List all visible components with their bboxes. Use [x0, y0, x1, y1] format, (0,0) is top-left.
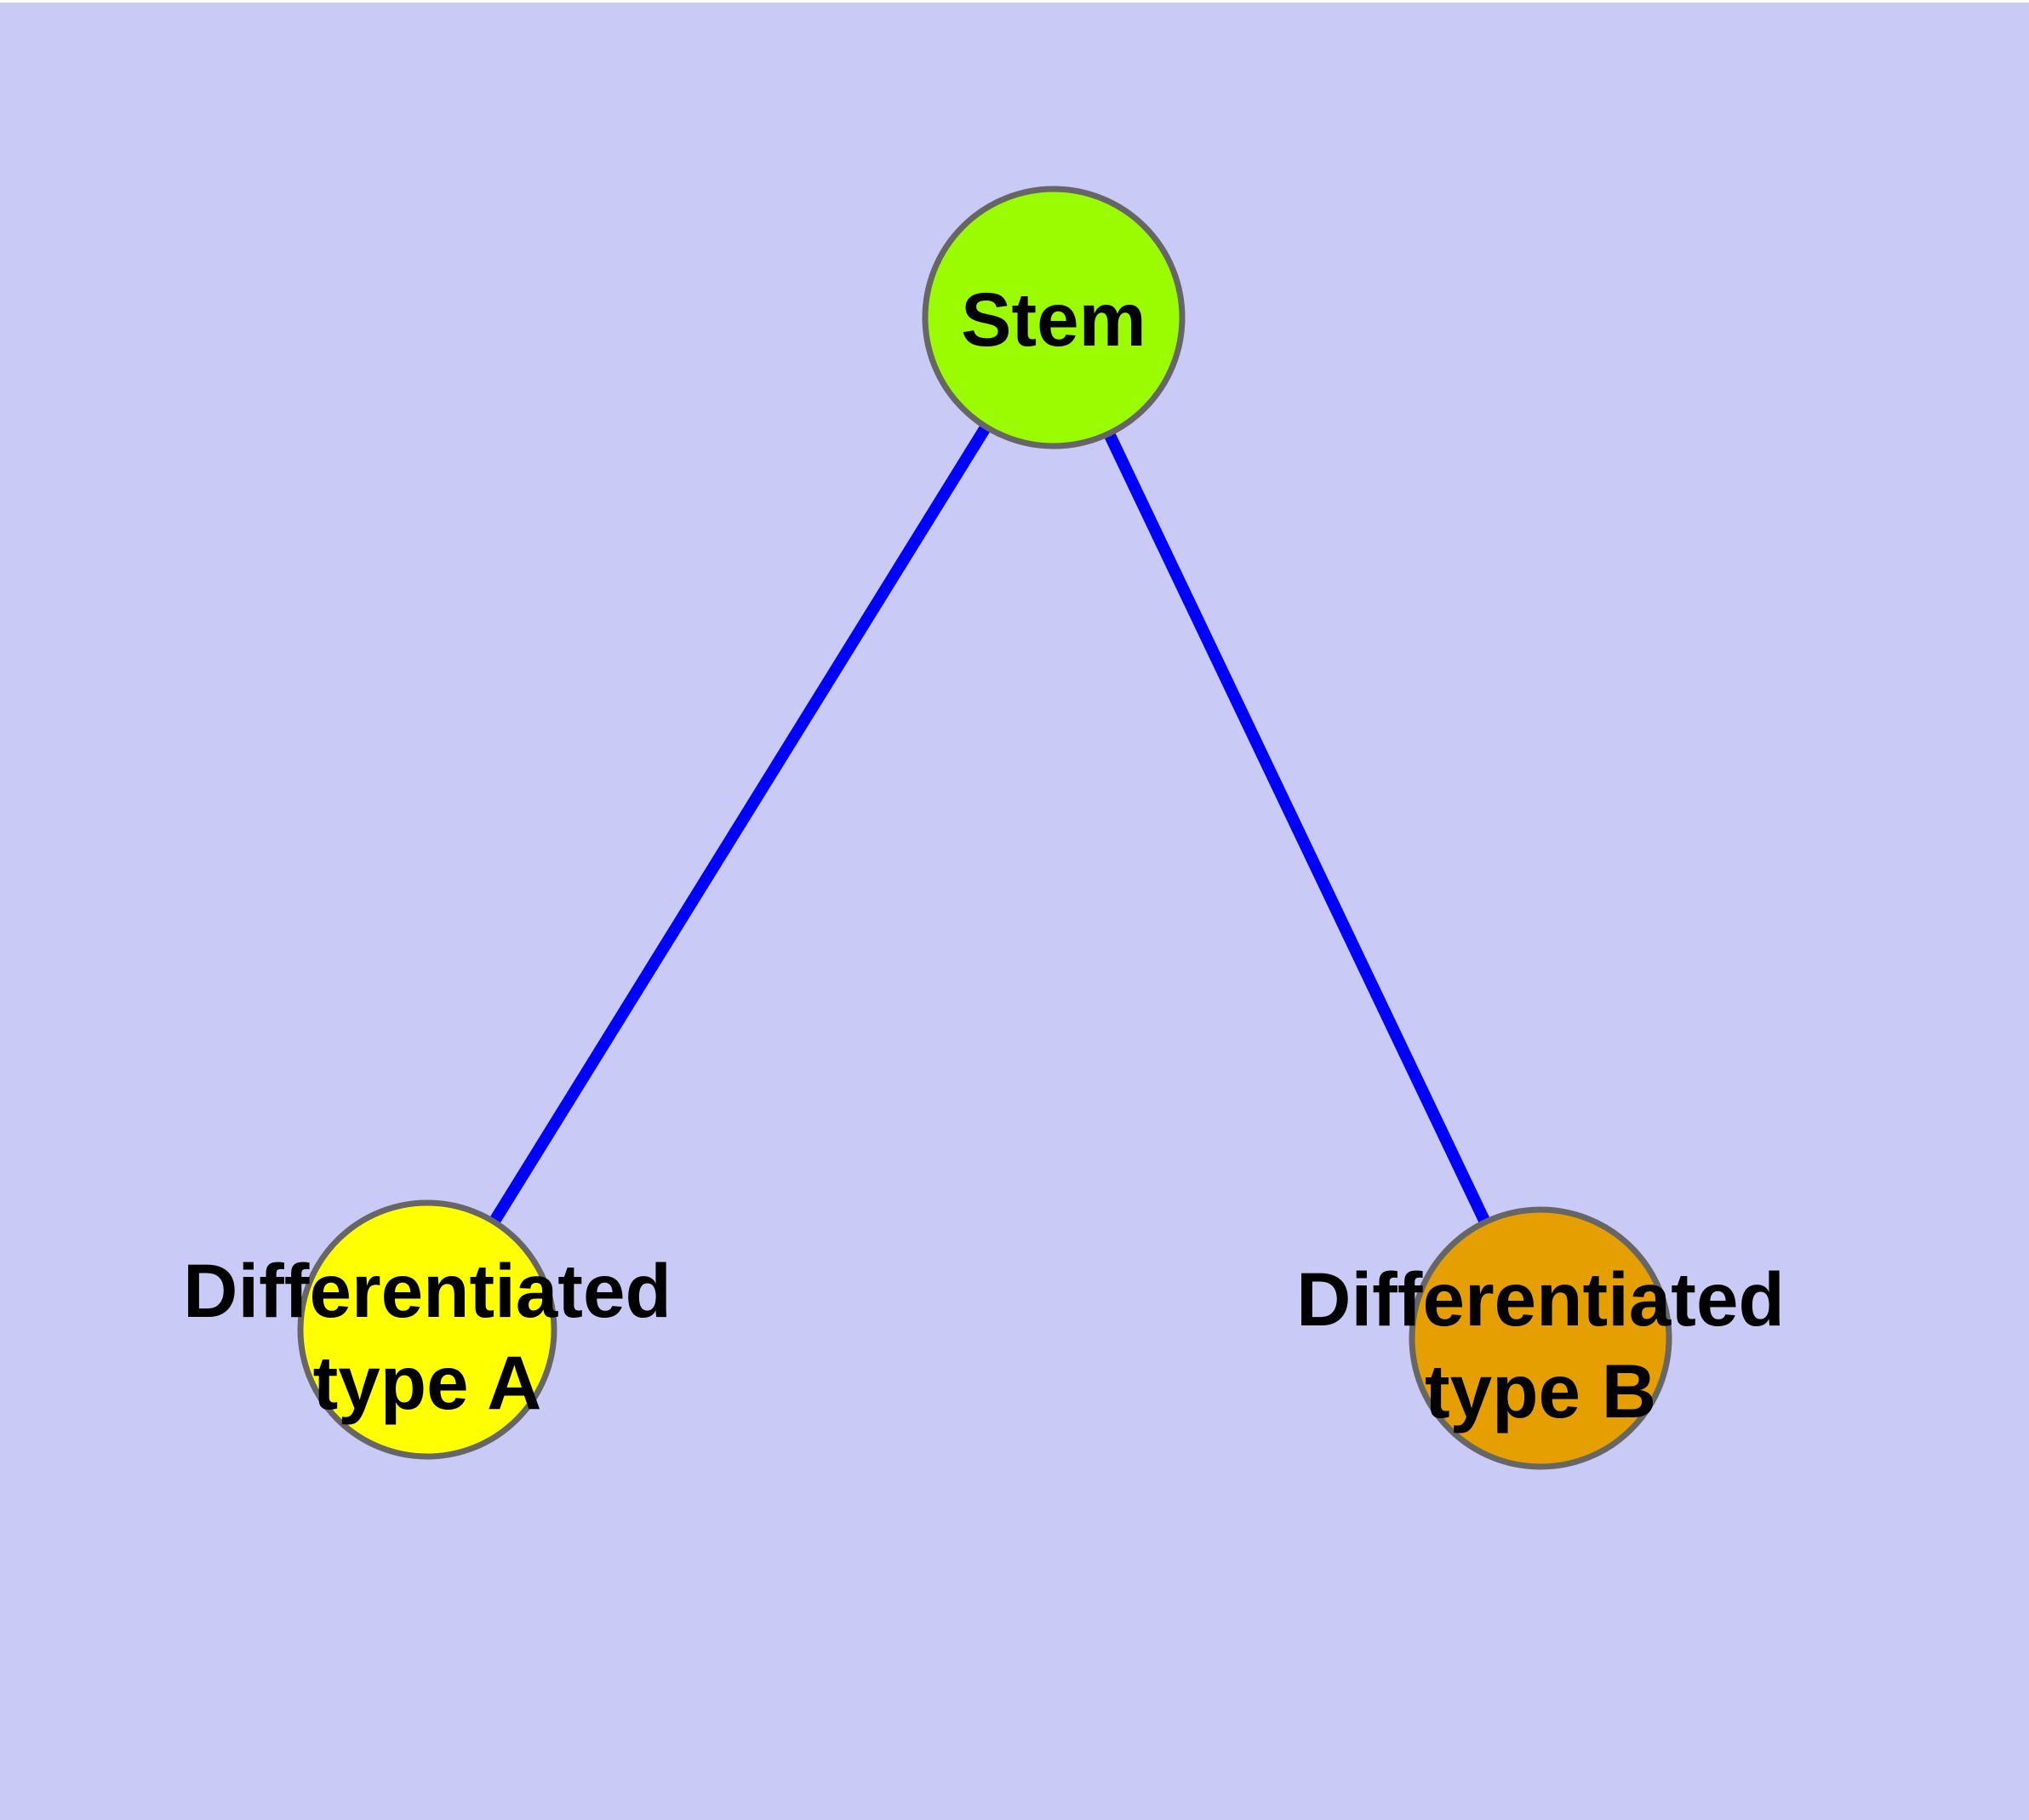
- node-label-differentiated-type-a-line-1: Differentiated: [183, 1248, 672, 1333]
- edge-stem-to-differentiated-type-b: [1048, 314, 1546, 1342]
- node-differentiated-type-b: [1409, 1206, 1672, 1470]
- node-label-differentiated-type-b-line-1: Differentiated: [1296, 1256, 1785, 1342]
- node-label-differentiated-type-b-line-2: type B: [1425, 1348, 1656, 1434]
- edge-stem-to-differentiated-type-a: [422, 314, 1059, 1333]
- node-differentiated-type-a: [297, 1199, 557, 1460]
- node-stem: [922, 186, 1186, 449]
- top-strip: [0, 0, 2029, 3]
- node-label-differentiated-type-a-line-2: type A: [313, 1340, 542, 1425]
- node-label-stem-line-1: Stem: [961, 277, 1146, 362]
